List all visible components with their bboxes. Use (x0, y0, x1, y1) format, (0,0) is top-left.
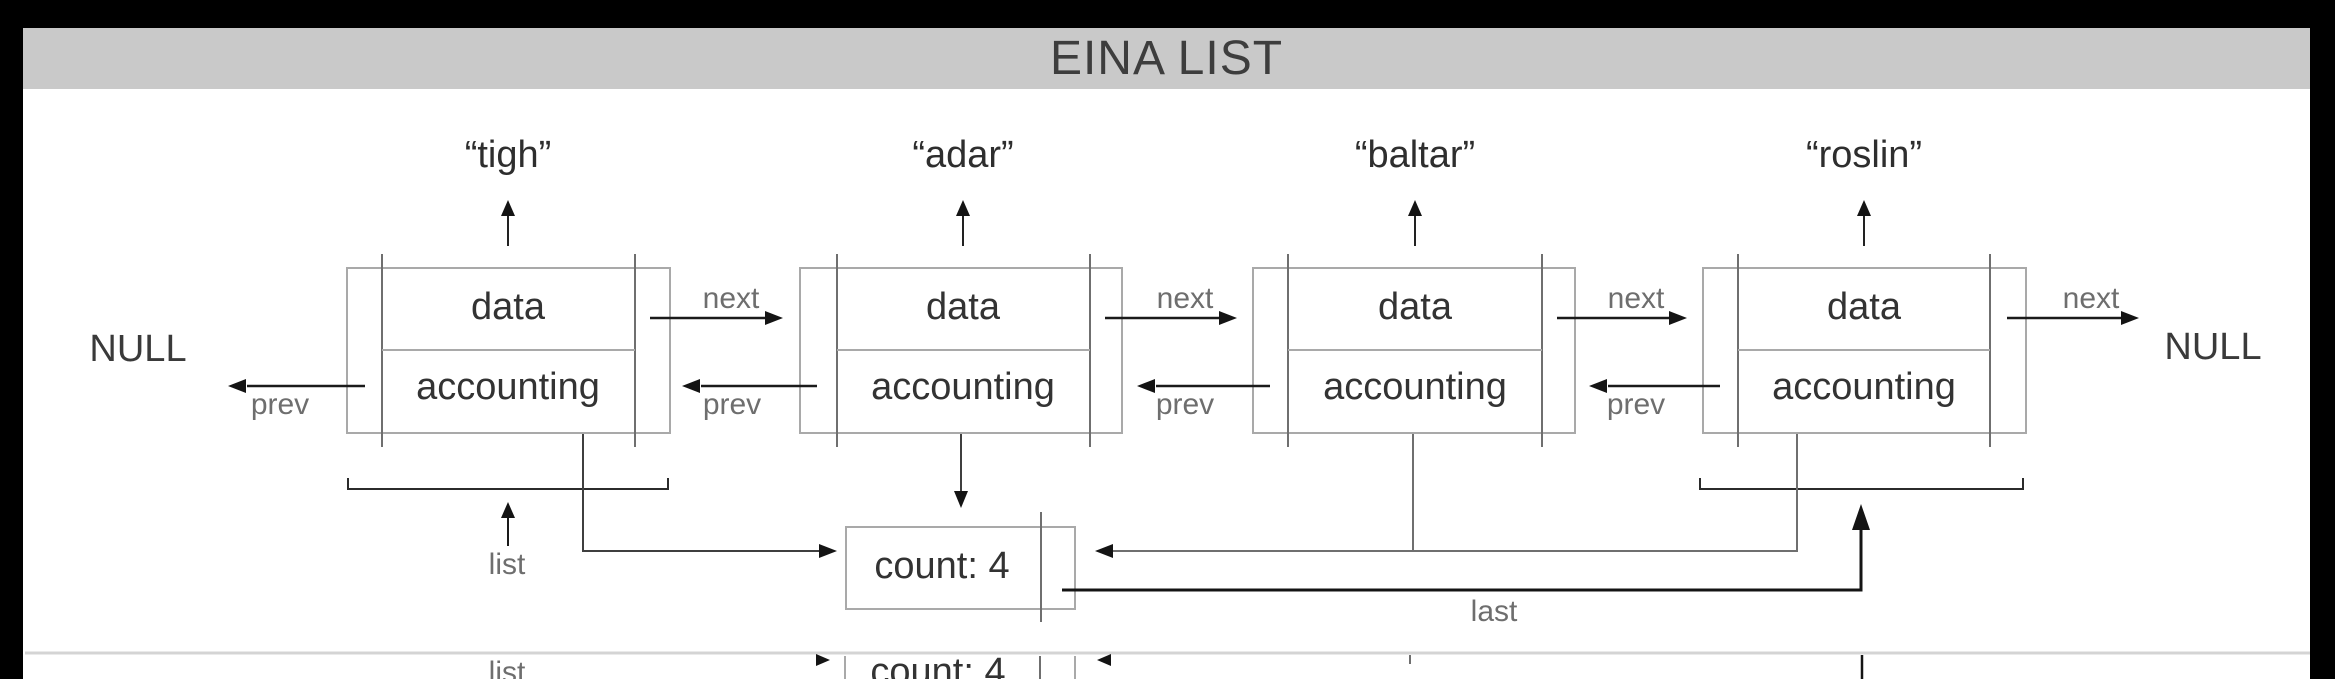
next-figure-count-field: count: 4 (870, 651, 1006, 679)
node-2-data-field: data (926, 286, 1000, 328)
next-pointer-label-1: next (702, 282, 760, 315)
next-pointer-label-2: next (1156, 282, 1214, 315)
last-pointer-arrowhead (1852, 504, 1870, 530)
node1-accounting-arrowhead (819, 544, 837, 558)
node-1-data-field: data (471, 286, 545, 328)
node-4-accounting-field: accounting (1772, 366, 1956, 408)
count-field: count: 4 (874, 545, 1010, 587)
list-arrowhead (501, 502, 515, 518)
last-node-bracket (1699, 478, 2024, 490)
prev-pointer-label-1: prev (250, 388, 310, 421)
next-pointer-label-3: next (1607, 282, 1665, 315)
data-value-arrows (507, 215, 1865, 246)
accounting-count-box (845, 512, 1076, 622)
next-pointer-arrowheads (765, 311, 2139, 325)
node-3-value: “baltar” (1354, 134, 1476, 176)
node-4-value: “roslin” (1805, 134, 1923, 176)
prev-pointer-arrowheads (228, 379, 1607, 393)
last-pointer-line (1062, 529, 1863, 592)
list-pointer-label: list (488, 548, 526, 581)
node-3-data-field: data (1378, 286, 1452, 328)
node-2-accounting-field: accounting (871, 366, 1055, 408)
page-title: EINA LIST (1049, 32, 1284, 85)
node-box-3 (1252, 254, 1576, 447)
last-pointer-label: last (1470, 595, 1518, 628)
next-pointer-label-4: next (2062, 282, 2120, 315)
page-background (23, 28, 2310, 679)
first-node-bracket (347, 478, 669, 490)
node-box-1 (346, 254, 671, 447)
prev-pointer-label-4: prev (1606, 388, 1666, 421)
title-bar: EINA LIST (23, 28, 2310, 89)
node-4-data-field: data (1827, 286, 1901, 328)
node-box-2 (799, 254, 1123, 447)
node2-accounting-arrowhead (954, 491, 968, 508)
null-right-label: NULL (2164, 326, 2262, 368)
node-box-4 (1702, 254, 2027, 447)
node-3-accounting-field: accounting (1323, 366, 1507, 408)
data-value-arrowheads (501, 200, 1871, 216)
prev-pointer-label-2: prev (702, 388, 762, 421)
node4-accounting-pointer (1113, 434, 1798, 552)
next-figure-list-label: list (488, 656, 526, 679)
node-2-value: “adar” (912, 134, 1014, 176)
node-1-accounting-field: accounting (416, 366, 600, 408)
node-1-value: “tigh” (464, 134, 552, 176)
prev-pointer-label-3: prev (1155, 388, 1215, 421)
null-left-label: NULL (89, 328, 187, 370)
next-figure-remnants (816, 654, 1864, 679)
node1-accounting-pointer (582, 434, 819, 552)
node4-accounting-arrowhead (1095, 544, 1113, 558)
